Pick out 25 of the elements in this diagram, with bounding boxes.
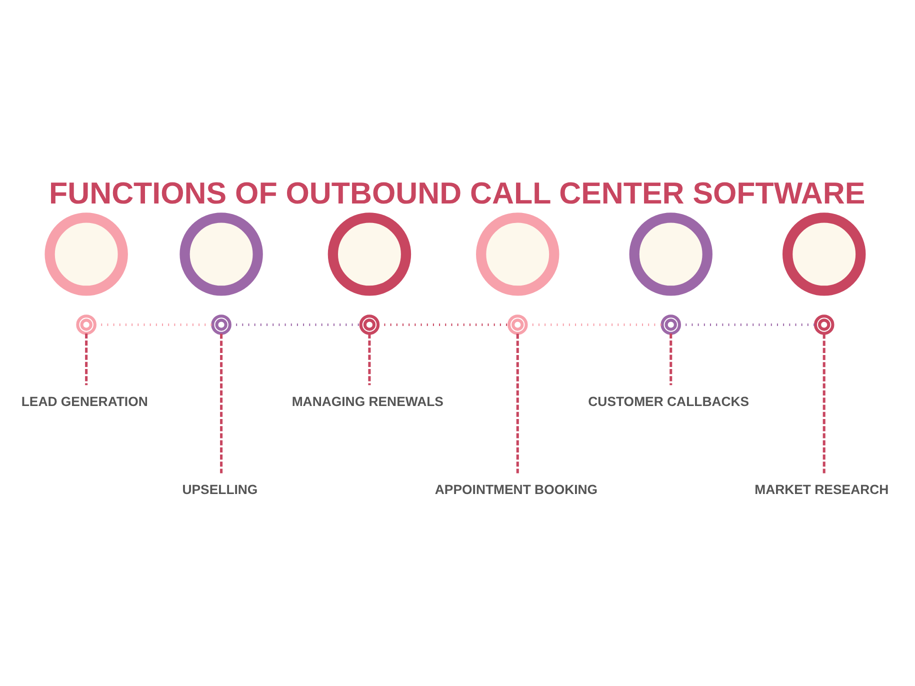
node-circle	[660, 314, 682, 335]
diagram-title: FUNCTIONS OF OUTBOUND CALL CENTER SOFTWARE	[49, 176, 866, 210]
node-circle	[76, 314, 96, 335]
node-text: MANAGING RENEWALS	[292, 394, 444, 409]
node-circle	[328, 212, 412, 296]
connector	[220, 334, 223, 474]
node-circle	[359, 314, 380, 335]
connector	[670, 333, 672, 386]
node-circle	[211, 314, 232, 335]
node-circle	[782, 212, 866, 296]
connector	[85, 333, 88, 386]
node-circle	[814, 314, 834, 335]
node-text: LEAD GENERATION	[21, 394, 148, 409]
node-circle	[44, 212, 128, 296]
node-text: UPSELLING	[182, 482, 258, 498]
node-circle	[180, 212, 263, 296]
node-circle	[476, 212, 560, 296]
connector	[516, 334, 519, 474]
node-text: APPOINTMENT BOOKING	[434, 482, 598, 498]
connector	[368, 333, 371, 386]
node-text: CUSTOMER CALLBACKS	[588, 394, 750, 409]
node-circle	[507, 314, 528, 335]
connector	[822, 334, 826, 474]
node-text: MARKET RESEARCH	[754, 482, 889, 498]
node-circle	[629, 212, 712, 296]
